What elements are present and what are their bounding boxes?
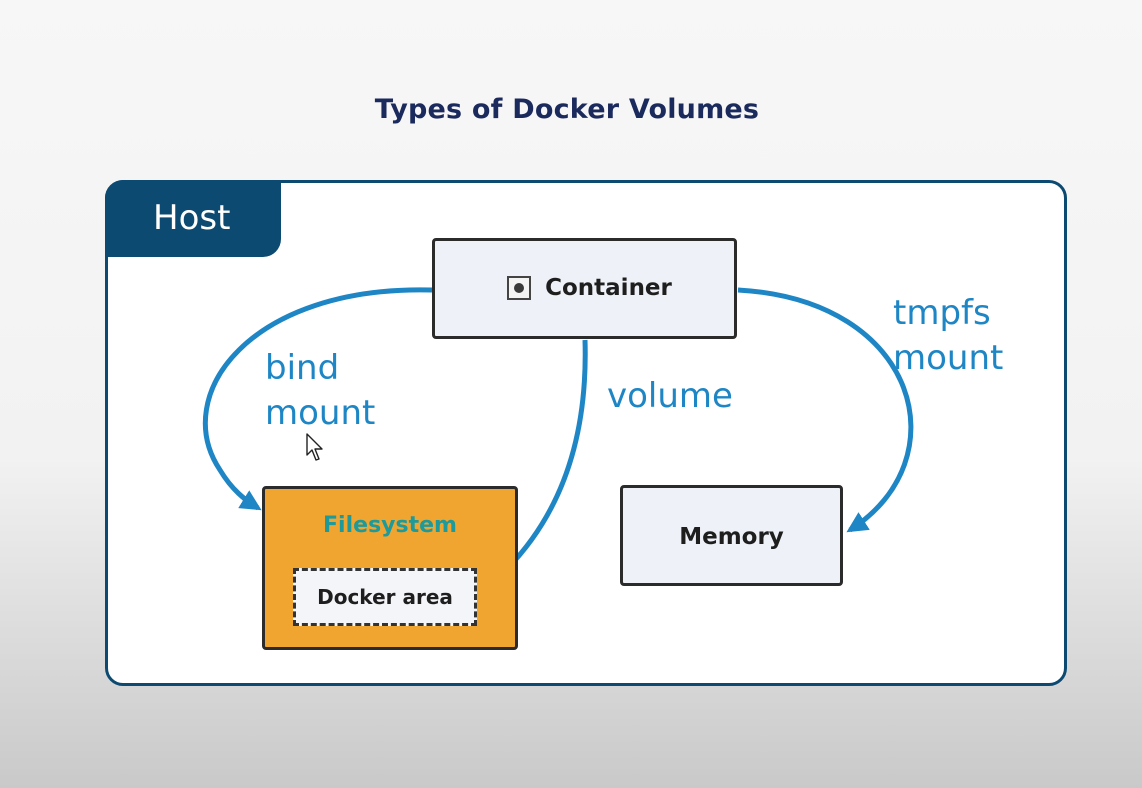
tmpfs-mount-label-line2: mount	[893, 338, 1004, 378]
volume-label: volume	[607, 376, 733, 416]
container-icon	[507, 275, 532, 300]
diagram-title: Types of Docker Volumes	[374, 94, 760, 125]
memory-node: Memory	[620, 485, 843, 586]
container-label: Container	[545, 274, 672, 301]
mouse-cursor-icon	[306, 433, 323, 461]
filesystem-label: Filesystem	[323, 513, 457, 538]
tmpfs-mount-label: tmpfs mount	[893, 291, 1003, 381]
memory-label: Memory	[679, 523, 784, 550]
bind-mount-label-line1: bind	[265, 348, 340, 388]
docker-area-node: Docker area	[293, 568, 477, 626]
tmpfs-mount-label-line1: tmpfs	[893, 293, 991, 333]
host-label: Host	[105, 180, 281, 257]
bind-mount-label: bind mount	[265, 346, 375, 436]
bind-mount-label-line2: mount	[265, 393, 376, 433]
docker-area-label: Docker area	[317, 585, 453, 609]
filesystem-node: Filesystem Docker area	[262, 486, 518, 650]
container-node: Container	[432, 238, 737, 339]
